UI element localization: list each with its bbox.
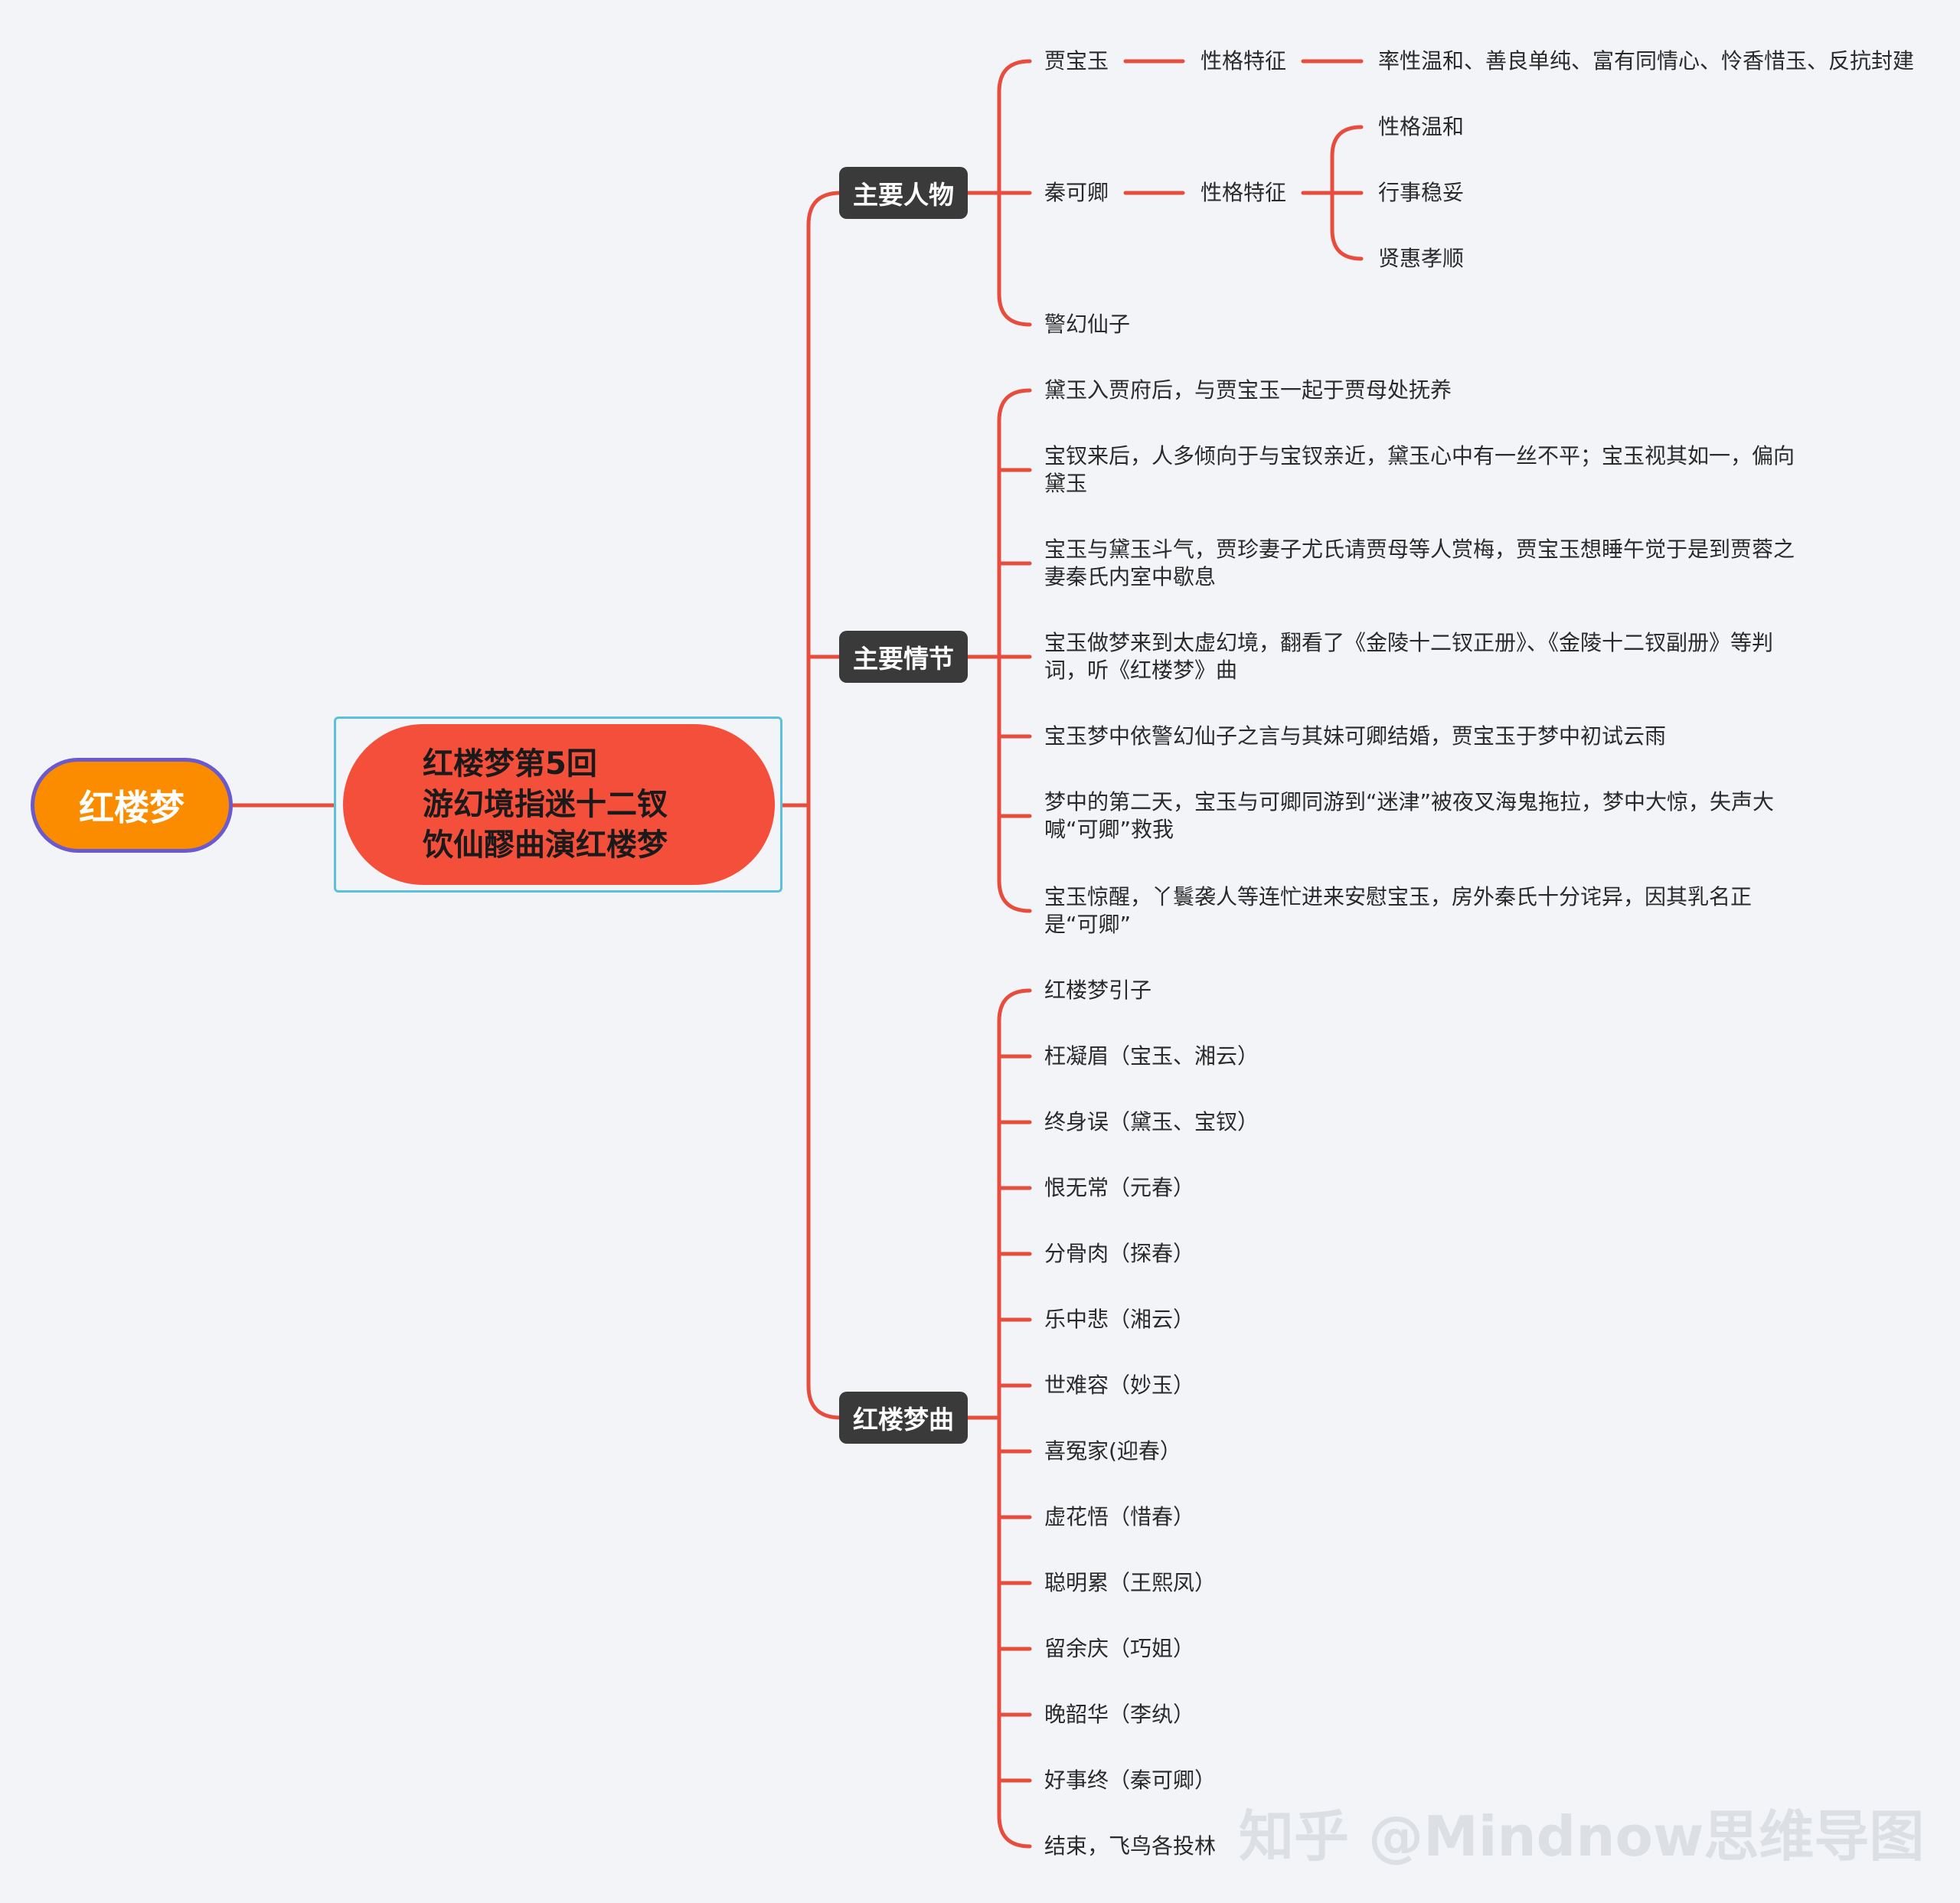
song-item-6[interactable]: 乐中悲（湘云） (1044, 1307, 1195, 1332)
plot-item-4[interactable]: 宝玉做梦来到太虚幻境，翻看了《金陵十二钗正册》、《金陵十二钗副册》等判词，听《红… (1044, 630, 1774, 683)
song-item-12[interactable]: 晚韶华（李纨） (1044, 1702, 1195, 1727)
plot-item-5[interactable]: 宝玉梦中依警幻仙子之言与其妹可卿结婚，贾宝玉于梦中初试云雨 (1044, 723, 1667, 749)
watermark: 知乎 @Mindnow思维导图 (1239, 1804, 1925, 1869)
topic-keqing-traits[interactable]: 性格特征 (1200, 180, 1287, 205)
connector-trunk (806, 191, 843, 1420)
plot-item-2[interactable]: 宝钗来后，人多倾向于与宝钗亲近，黛玉心中有一丝不平；宝玉视其如一，偏向黛玉 (1044, 443, 1795, 496)
center-title-line-1: 红楼梦第5回 (423, 746, 597, 782)
song-item-14[interactable]: 结束，飞鸟各投林 (1044, 1833, 1217, 1859)
song-item-5[interactable]: 分骨肉（探春） (1044, 1241, 1195, 1266)
branch-main-characters[interactable]: 主要人物 (839, 167, 968, 219)
branch-songs[interactable]: 红楼梦曲 (839, 1392, 968, 1444)
branch-main-plot[interactable]: 主要情节 (839, 631, 968, 683)
song-item-8[interactable]: 喜冤家(迎春） (1044, 1438, 1181, 1464)
song-item-4[interactable]: 恨无常（元春） (1044, 1175, 1195, 1200)
topic-baoyu-traits[interactable]: 性格特征 (1200, 48, 1287, 73)
song-item-1[interactable]: 红楼梦引子 (1044, 978, 1152, 1003)
topic-keqing-trait-2[interactable]: 行事稳妥 (1378, 180, 1465, 205)
center-node[interactable]: 红楼梦第5回 游幻境指迷十二钗 饮仙醪曲演红楼梦 (343, 724, 775, 885)
topic-jia-baoyu[interactable]: 贾宝玉 (1044, 48, 1109, 73)
song-item-3[interactable]: 终身误（黛玉、宝钗） (1044, 1109, 1259, 1134)
plot-item-3[interactable]: 宝玉与黛玉斗气，贾珍妻子尤氏请贾母等人赏梅，贾宝玉想睡午觉于是到贾蓉之妻秦氏内室… (1044, 537, 1795, 589)
plot-item-6[interactable]: 梦中的第二天，宝玉与可卿同游到“迷津”被夜叉海鬼拖拉，梦中大惊，失声大喊“可卿”… (1044, 789, 1775, 842)
topic-qin-keqing[interactable]: 秦可卿 (1044, 180, 1109, 205)
root-node[interactable]: 红楼梦 (31, 758, 233, 853)
song-item-13[interactable]: 好事终（秦可卿） (1044, 1768, 1217, 1793)
topic-keqing-trait-3[interactable]: 贤惠孝顺 (1378, 246, 1465, 271)
plot-item-1[interactable]: 黛玉入贾府后，与贾宝玉一起于贾母处抚养 (1044, 377, 1452, 403)
center-title-line-2: 游幻境指迷十二钗 (423, 786, 668, 822)
song-item-10[interactable]: 聪明累（王熙凤） (1044, 1570, 1217, 1595)
center-title-line-3: 饮仙醪曲演红楼梦 (423, 827, 668, 863)
connector-b2-spine (997, 388, 1032, 913)
topic-baoyu-trait-detail[interactable]: 率性温和、善良单纯、富有同情心、怜香惜玉、反抗封建 (1378, 48, 1915, 73)
song-item-11[interactable]: 留余庆（巧姐） (1044, 1636, 1195, 1661)
song-item-9[interactable]: 虚花悟（惜春） (1044, 1504, 1195, 1529)
center-node-frame (334, 716, 782, 893)
plot-item-7[interactable]: 宝玉惊醒，丫鬟袭人等连忙进来安慰宝玉，房外秦氏十分诧异，因其乳名正是“可卿” (1044, 884, 1753, 937)
connector-b3-spine (997, 988, 1032, 1849)
song-item-7[interactable]: 世难容（妙玉） (1044, 1373, 1195, 1398)
topic-keqing-trait-1[interactable]: 性格温和 (1378, 114, 1465, 139)
topic-jinghuan-xianzi[interactable]: 警幻仙子 (1044, 312, 1131, 337)
song-item-2[interactable]: 枉凝眉（宝玉、湘云） (1044, 1043, 1259, 1069)
